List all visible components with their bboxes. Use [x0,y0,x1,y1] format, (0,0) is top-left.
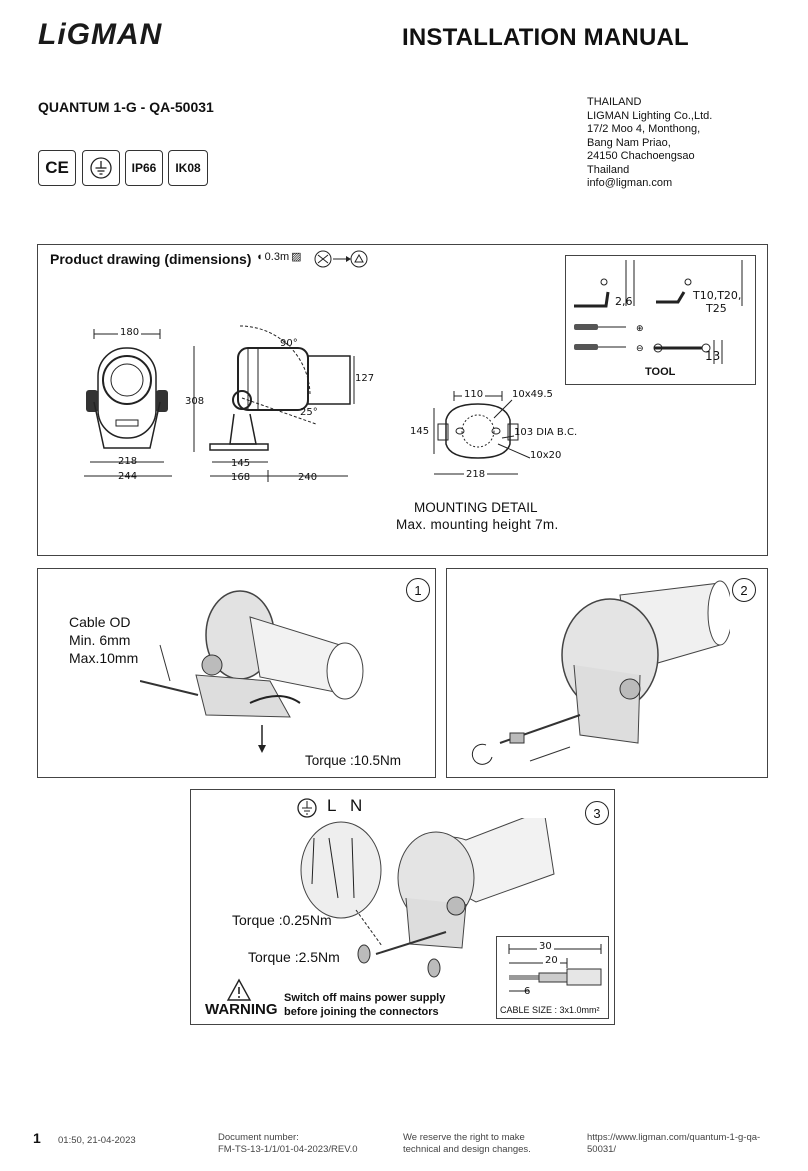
cable-strip-diagram [508,944,602,992]
page-number: 1 [33,1130,41,1146]
warning-label: WARNING [205,1001,278,1018]
warning-line-1: Switch off mains power supply [284,992,446,1004]
dim-180: 180 [118,327,142,338]
dim-110: 110 [462,389,486,400]
wrench-size: 13 [705,349,721,363]
address-line: Bang Nam Priao, [587,136,671,149]
dim-103-dia: 103 DIA B.C. [514,427,578,438]
step1-fixture-illustration [140,590,364,753]
ce-mark-icon: CE [38,150,76,186]
step2-fixture-illustration [471,580,730,765]
earth-ground-icon [297,798,317,818]
dim-244: 244 [118,471,138,482]
model-name: QUANTUM 1-G - QA-50031 [38,99,214,115]
warning-line-2: before joining the connectors [284,1006,439,1018]
dim-10x49-5: 10x49.5 [512,389,553,400]
step1-torque: Torque :10.5Nm [305,753,402,768]
rights-notice: We reserve the right to make technical a… [403,1132,531,1156]
ip66-badge: IP66 [125,150,163,186]
ligman-logo: LiGMAN [38,18,163,51]
product-url[interactable]: https://www.ligman.com/quantum-1-g-qa- 5… [587,1132,760,1156]
class1-ground-icon [82,150,120,186]
document-title: INSTALLATION MANUAL [402,24,689,51]
dim-145-mount: 145 [410,426,430,437]
side-view-drawing [193,325,355,482]
tool-drawings: ⊕ ⊖ [574,260,743,364]
cable-od-note: Cable OD Min. 6mm Max.10mm [69,613,138,667]
neutral-label: N [350,796,363,815]
dim-25-degrees: 25° [300,407,318,418]
dim-218: 218 [118,456,138,467]
dim-240: 240 [298,472,318,483]
address-line: Thailand [587,163,630,176]
dim-10x20: 10x20 [530,450,562,461]
front-view-drawing [86,347,168,449]
mounting-detail-title: MOUNTING DETAIL [414,500,538,515]
product-drawing-title: Product drawing (dimensions) [50,251,252,267]
mounting-detail-drawing [433,391,531,475]
dim-168: 168 [231,472,251,483]
tool-to-fixture-icon [314,250,368,268]
warning-triangle-icon [226,978,252,1001]
svg-text:⊕: ⊕ [636,324,644,334]
tool-label: TOOL [645,366,676,378]
step3-panel [190,789,615,1025]
product-drawing-panel [37,244,768,556]
step1-panel [37,568,436,778]
hex-key-size: 2,6 [615,295,633,308]
cable-od-max: Max.10mm [69,650,139,666]
address-line: THAILAND [587,96,642,108]
wind-icon: ◖ [256,250,263,263]
strip-length-20: 20 [543,955,560,966]
address-line: 24150 Chachoengsao [587,150,695,162]
dim-90-degrees: 90° [280,338,298,349]
mounting-height-note: Max. mounting height 7m. [396,517,559,532]
dim-145: 145 [231,458,251,469]
step2-number: 2 [732,578,756,602]
hatch-icon: ▨ [291,251,302,263]
warning-text: Switch off mains power supply before joi… [284,991,445,1019]
wind-exposure: ◖0.3m▨ [256,250,302,264]
print-date: 01:50, 21-04-2023 [58,1135,136,1146]
address-email: info@ligman.com [587,177,673,189]
address-line: 17/2 Moo 4, Monthong, [587,123,701,135]
cable-strip-box [496,936,609,1019]
cable-od-min: Min. 6mm [69,632,131,648]
document-number-label: Document number: [218,1132,299,1143]
rights-line-1: We reserve the right to make [403,1132,525,1143]
step3-wiring-illustration [300,818,555,978]
strip-length-6: 6 [524,986,531,997]
tool-box [565,255,756,385]
torx-size-t25: T25 [706,302,727,315]
dim-127: 127 [355,373,375,384]
document-number-value: FM-TS-13-1/1/01-04-2023/REV.0 [218,1144,358,1155]
step1-number: 1 [406,578,430,602]
step3-torque-terminal: Torque :0.25Nm [232,912,332,928]
product-url-line-2[interactable]: 50031/ [587,1144,617,1155]
strip-length-30: 30 [537,941,554,952]
cable-size: CABLE SIZE : 3x1.0mm² [500,1005,600,1015]
document-number: Document number: FM-TS-13-1/1/01-04-2023… [218,1132,358,1156]
torx-sizes: T10,T20, [693,289,742,302]
dim-308: 308 [185,396,205,407]
product-url-line-1[interactable]: https://www.ligman.com/quantum-1-g-qa- [587,1132,761,1143]
wind-value: 0.3m [264,250,290,263]
step2-panel [446,568,768,778]
ik08-badge: IK08 [168,150,208,186]
step3-number: 3 [585,801,609,825]
cable-od-title: Cable OD [69,614,131,630]
step3-torque-gland: Torque :2.5Nm [248,949,340,965]
svg-text:⊖: ⊖ [636,344,644,354]
dim-218-mount: 218 [464,469,488,480]
company-address: THAILAND LIGMAN Lighting Co.,Ltd. 17/2 M… [587,96,712,191]
address-line: LIGMAN Lighting Co.,Ltd. [587,109,713,122]
live-label: L [327,796,337,815]
rights-line-2: technical and design changes. [403,1144,531,1155]
